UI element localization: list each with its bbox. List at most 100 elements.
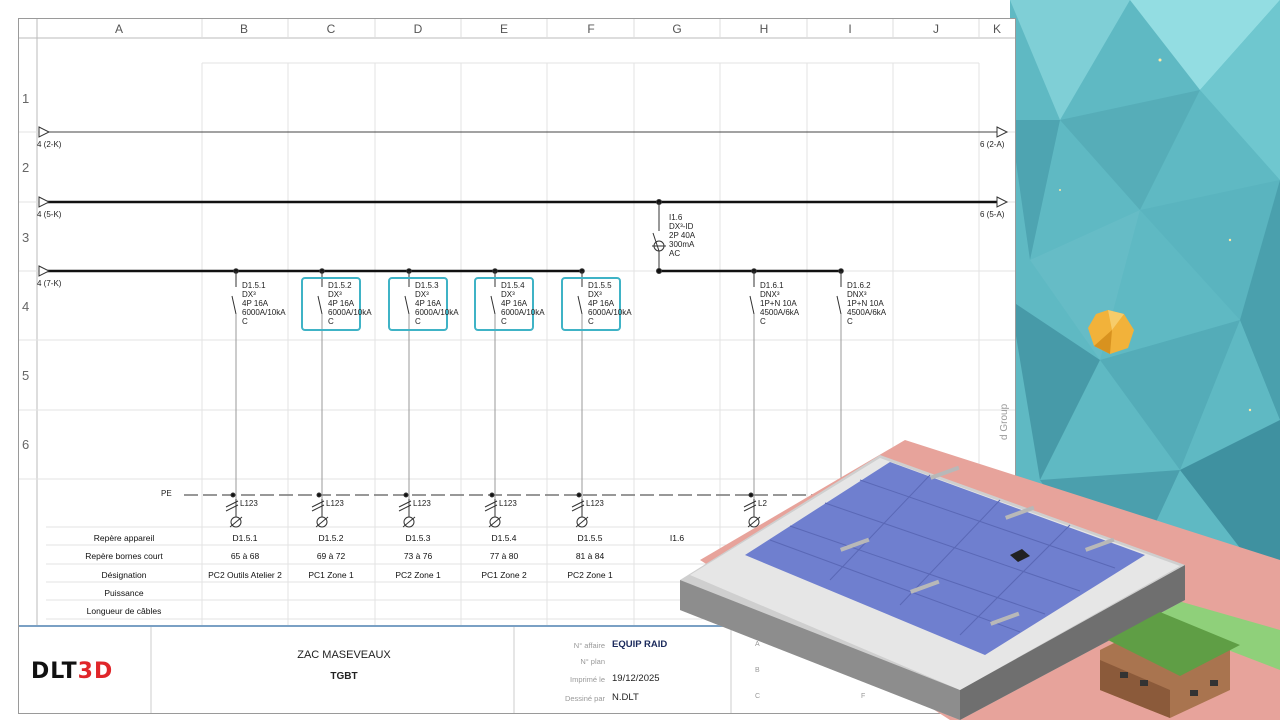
small-house-roof (1108, 612, 1240, 676)
diff-breaker-id: I1.6 (669, 213, 683, 222)
table-cell: 73 à 76 (403, 551, 433, 561)
breaker-spec: 4P 16A (588, 299, 615, 308)
breaker-spec: DX³ (415, 290, 429, 299)
table-cell: PC1 Zone 2 (481, 570, 527, 580)
bus-label-right-2: 6 (5-A) (980, 210, 1005, 219)
bus-label-right-1: 6 (2-A) (980, 140, 1005, 149)
pe-label: PE (161, 489, 172, 498)
breaker-spec: C (501, 317, 507, 326)
column-header: J (933, 22, 939, 36)
breaker-spec: 6000A/10kA (328, 308, 372, 317)
breaker-spec: 4P 16A (242, 299, 269, 308)
table-row-name: Longueur de câbles (86, 606, 162, 616)
field-label: Imprimé le (569, 675, 605, 684)
breaker-spec: C (242, 317, 248, 326)
column-header: K (992, 22, 1001, 36)
column-header: D (413, 22, 423, 36)
breaker-symbol (561, 268, 621, 528)
breaker-spec: DX³ (588, 290, 602, 299)
breaker-spec: C (760, 317, 766, 326)
drawing-title: TGBT (330, 671, 358, 682)
breaker-spec: 4500A/6kA (760, 308, 800, 317)
revision-letter: C (755, 693, 761, 700)
breaker-symbol (225, 268, 243, 528)
cable-label: L123 (586, 499, 604, 508)
bus-label-left-2: 4 (5-K) (37, 210, 62, 219)
bus-label-left-3: 4 (7-K) (37, 279, 62, 288)
breaker-id: D1.5.4 (501, 281, 525, 290)
row-header: 6 (22, 437, 30, 452)
row-header: 4 (22, 299, 30, 314)
row-header: 3 (22, 230, 30, 245)
breaker-spec: 6000A/10kA (588, 308, 632, 317)
table-cell: PC2 Outils Atelier 2 (208, 570, 282, 580)
breaker-spec: DNX³ (760, 290, 780, 299)
breaker-spec: C (328, 317, 334, 326)
field-label: N° affaire (573, 641, 605, 650)
breaker-id: D1.5.3 (415, 281, 439, 290)
breaker-spec: 6000A/10kA (242, 308, 286, 317)
breaker-spec: C (588, 317, 594, 326)
table-row-name: Puissance (104, 588, 144, 598)
column-header: I (848, 22, 852, 36)
breaker-symbol (743, 268, 761, 528)
cable-label: L123 (499, 499, 517, 508)
diff-breaker-symbol (652, 199, 666, 274)
table-cell: 77 à 80 (489, 551, 519, 561)
schematic-canvas (19, 19, 1015, 625)
breaker-spec: 6000A/10kA (501, 308, 545, 317)
table-cell: D1.5.3 (405, 533, 431, 543)
breaker-symbol (836, 268, 844, 499)
breaker-id: D1.5.2 (328, 281, 352, 290)
revision-letter: A (755, 641, 760, 648)
column-header: F (587, 22, 595, 36)
table-cell: 69 à 72 (316, 551, 346, 561)
breaker-spec: DX³ (328, 290, 342, 299)
column-header: E (499, 22, 508, 36)
column-header: C (326, 22, 336, 36)
table-cell: D1.5.2 (318, 533, 344, 543)
table-cell: 65 à 68 (230, 551, 260, 561)
revision-letter: F (861, 693, 866, 700)
cable-label: L2 (758, 499, 767, 508)
breaker-symbol (388, 268, 448, 528)
table-cell: I1.6 (669, 533, 685, 543)
column-header: B (239, 22, 248, 36)
table-row-name: Repère appareil (93, 533, 155, 543)
revision-letter: B (755, 667, 760, 674)
field-label: N° plan (580, 657, 605, 666)
table-cell: PC2 Zone 1 (395, 570, 441, 580)
row-header: 5 (22, 368, 30, 383)
title-block: DLT3D ZAC MASEVEAUX TGBT N° affaire EQUI… (19, 625, 1015, 713)
breaker-spec: 1P+N 10A (847, 299, 884, 308)
table-cell: D1.5.5 (577, 533, 603, 543)
row-header: 1 (22, 91, 30, 106)
breaker-symbol (474, 268, 534, 528)
table-cell: PC2 Zone 1 (567, 570, 613, 580)
breaker-id: D1.6.2 (847, 281, 871, 290)
table-row-name: Repère bornes court (85, 551, 163, 561)
breaker-id: D1.5.5 (588, 281, 612, 290)
breaker-spec: 4P 16A (328, 299, 355, 308)
field-value: 19/12/2025 (612, 673, 660, 684)
breaker-id: D1.6.1 (760, 281, 784, 290)
breaker-symbol (301, 268, 361, 528)
breaker-spec: C (847, 317, 853, 326)
breaker-spec: DX³ (242, 290, 256, 299)
diff-breaker-line: DX³-ID (669, 222, 694, 231)
cable-label: L123 (413, 499, 431, 508)
cable-label: L123 (326, 499, 344, 508)
breaker-spec: DNX³ (847, 290, 867, 299)
breaker-spec: DX³ (501, 290, 515, 299)
field-value: N.DLT (612, 692, 639, 703)
breaker-spec: 6000A/10kA (415, 308, 459, 317)
diff-breaker-line: 2P 40A (669, 231, 696, 240)
cable-label: L123 (240, 499, 258, 508)
breaker-spec: C (415, 317, 421, 326)
breaker-id: D1.5.1 (242, 281, 266, 290)
dlt3d-logo: DLT3D (31, 659, 114, 684)
column-header: H (759, 22, 769, 36)
bus-label-left-1: 4 (2-K) (37, 140, 62, 149)
row-header: 2 (22, 160, 30, 175)
